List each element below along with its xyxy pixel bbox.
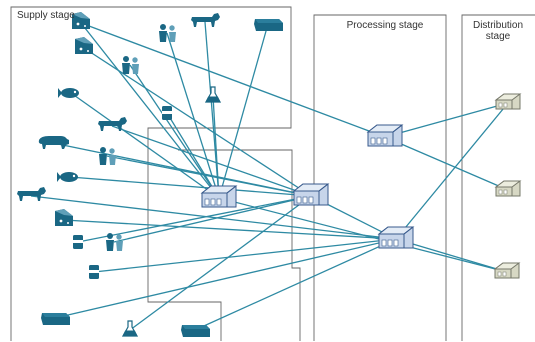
pig-icon xyxy=(38,136,69,149)
link-s1-p2 xyxy=(80,22,220,199)
link-s17-p3 xyxy=(113,195,312,243)
store-icon xyxy=(495,180,521,197)
link-s7-p2 xyxy=(70,92,220,199)
processing-stage-border xyxy=(313,14,447,341)
cow-icon xyxy=(17,187,46,201)
warehouse-icon xyxy=(293,183,329,206)
fish-icon xyxy=(57,172,78,182)
supply-stage-border xyxy=(10,6,292,341)
supply-chain-links xyxy=(30,21,509,331)
link-s9-p2 xyxy=(212,95,220,199)
flask-icon xyxy=(122,320,138,337)
link-s5-p3 xyxy=(83,47,312,197)
link-s14-p4 xyxy=(30,195,397,240)
warehouse-icon xyxy=(378,226,414,249)
can-icon xyxy=(73,235,83,249)
stage-borders xyxy=(10,6,535,341)
link-s2-p2 xyxy=(166,32,220,199)
link-s18-p4 xyxy=(93,238,397,273)
link-s19-p4 xyxy=(54,238,397,319)
store-icon xyxy=(494,262,520,279)
supply-chain-nodes xyxy=(17,12,521,337)
link-s8-p2 xyxy=(166,112,220,199)
link-s16-p3 xyxy=(77,195,312,243)
link-s13-p3 xyxy=(69,176,312,197)
supply-stage-label: Supply stage xyxy=(17,10,75,21)
link-p1-d2 xyxy=(384,136,509,191)
link-p4-d3 xyxy=(395,238,508,273)
link-p2-d3 xyxy=(218,197,508,273)
link-s4-p2 xyxy=(218,23,269,199)
flask-icon xyxy=(205,86,221,103)
warehouse-icon xyxy=(201,185,237,208)
processing-stage-label: Processing stage xyxy=(346,20,424,31)
distribution-stage-border xyxy=(461,14,535,341)
link-s1-p1 xyxy=(80,22,386,138)
cheese-icon xyxy=(55,209,73,226)
link-s15-p4 xyxy=(63,219,397,240)
can-icon xyxy=(89,265,99,279)
fish-icon xyxy=(58,88,79,98)
link-s21-p4 xyxy=(194,238,397,331)
crate-icon xyxy=(181,325,210,337)
store-icon xyxy=(495,93,521,110)
link-s20-p3 xyxy=(129,195,312,331)
can-icon xyxy=(162,106,172,120)
warehouse-icon xyxy=(367,124,403,147)
processing-inner-border xyxy=(178,149,301,341)
link-s11-p3 xyxy=(111,125,312,197)
link-s6-p2 xyxy=(129,64,220,199)
distribution-stage-label: Distribution stage xyxy=(472,20,524,42)
crate-icon xyxy=(254,19,283,31)
cheese-icon xyxy=(75,37,93,54)
link-p1-d1 xyxy=(384,102,509,138)
crate-icon xyxy=(41,313,70,325)
link-p4-d1 xyxy=(395,102,509,240)
link-s12-p3 xyxy=(106,155,312,197)
